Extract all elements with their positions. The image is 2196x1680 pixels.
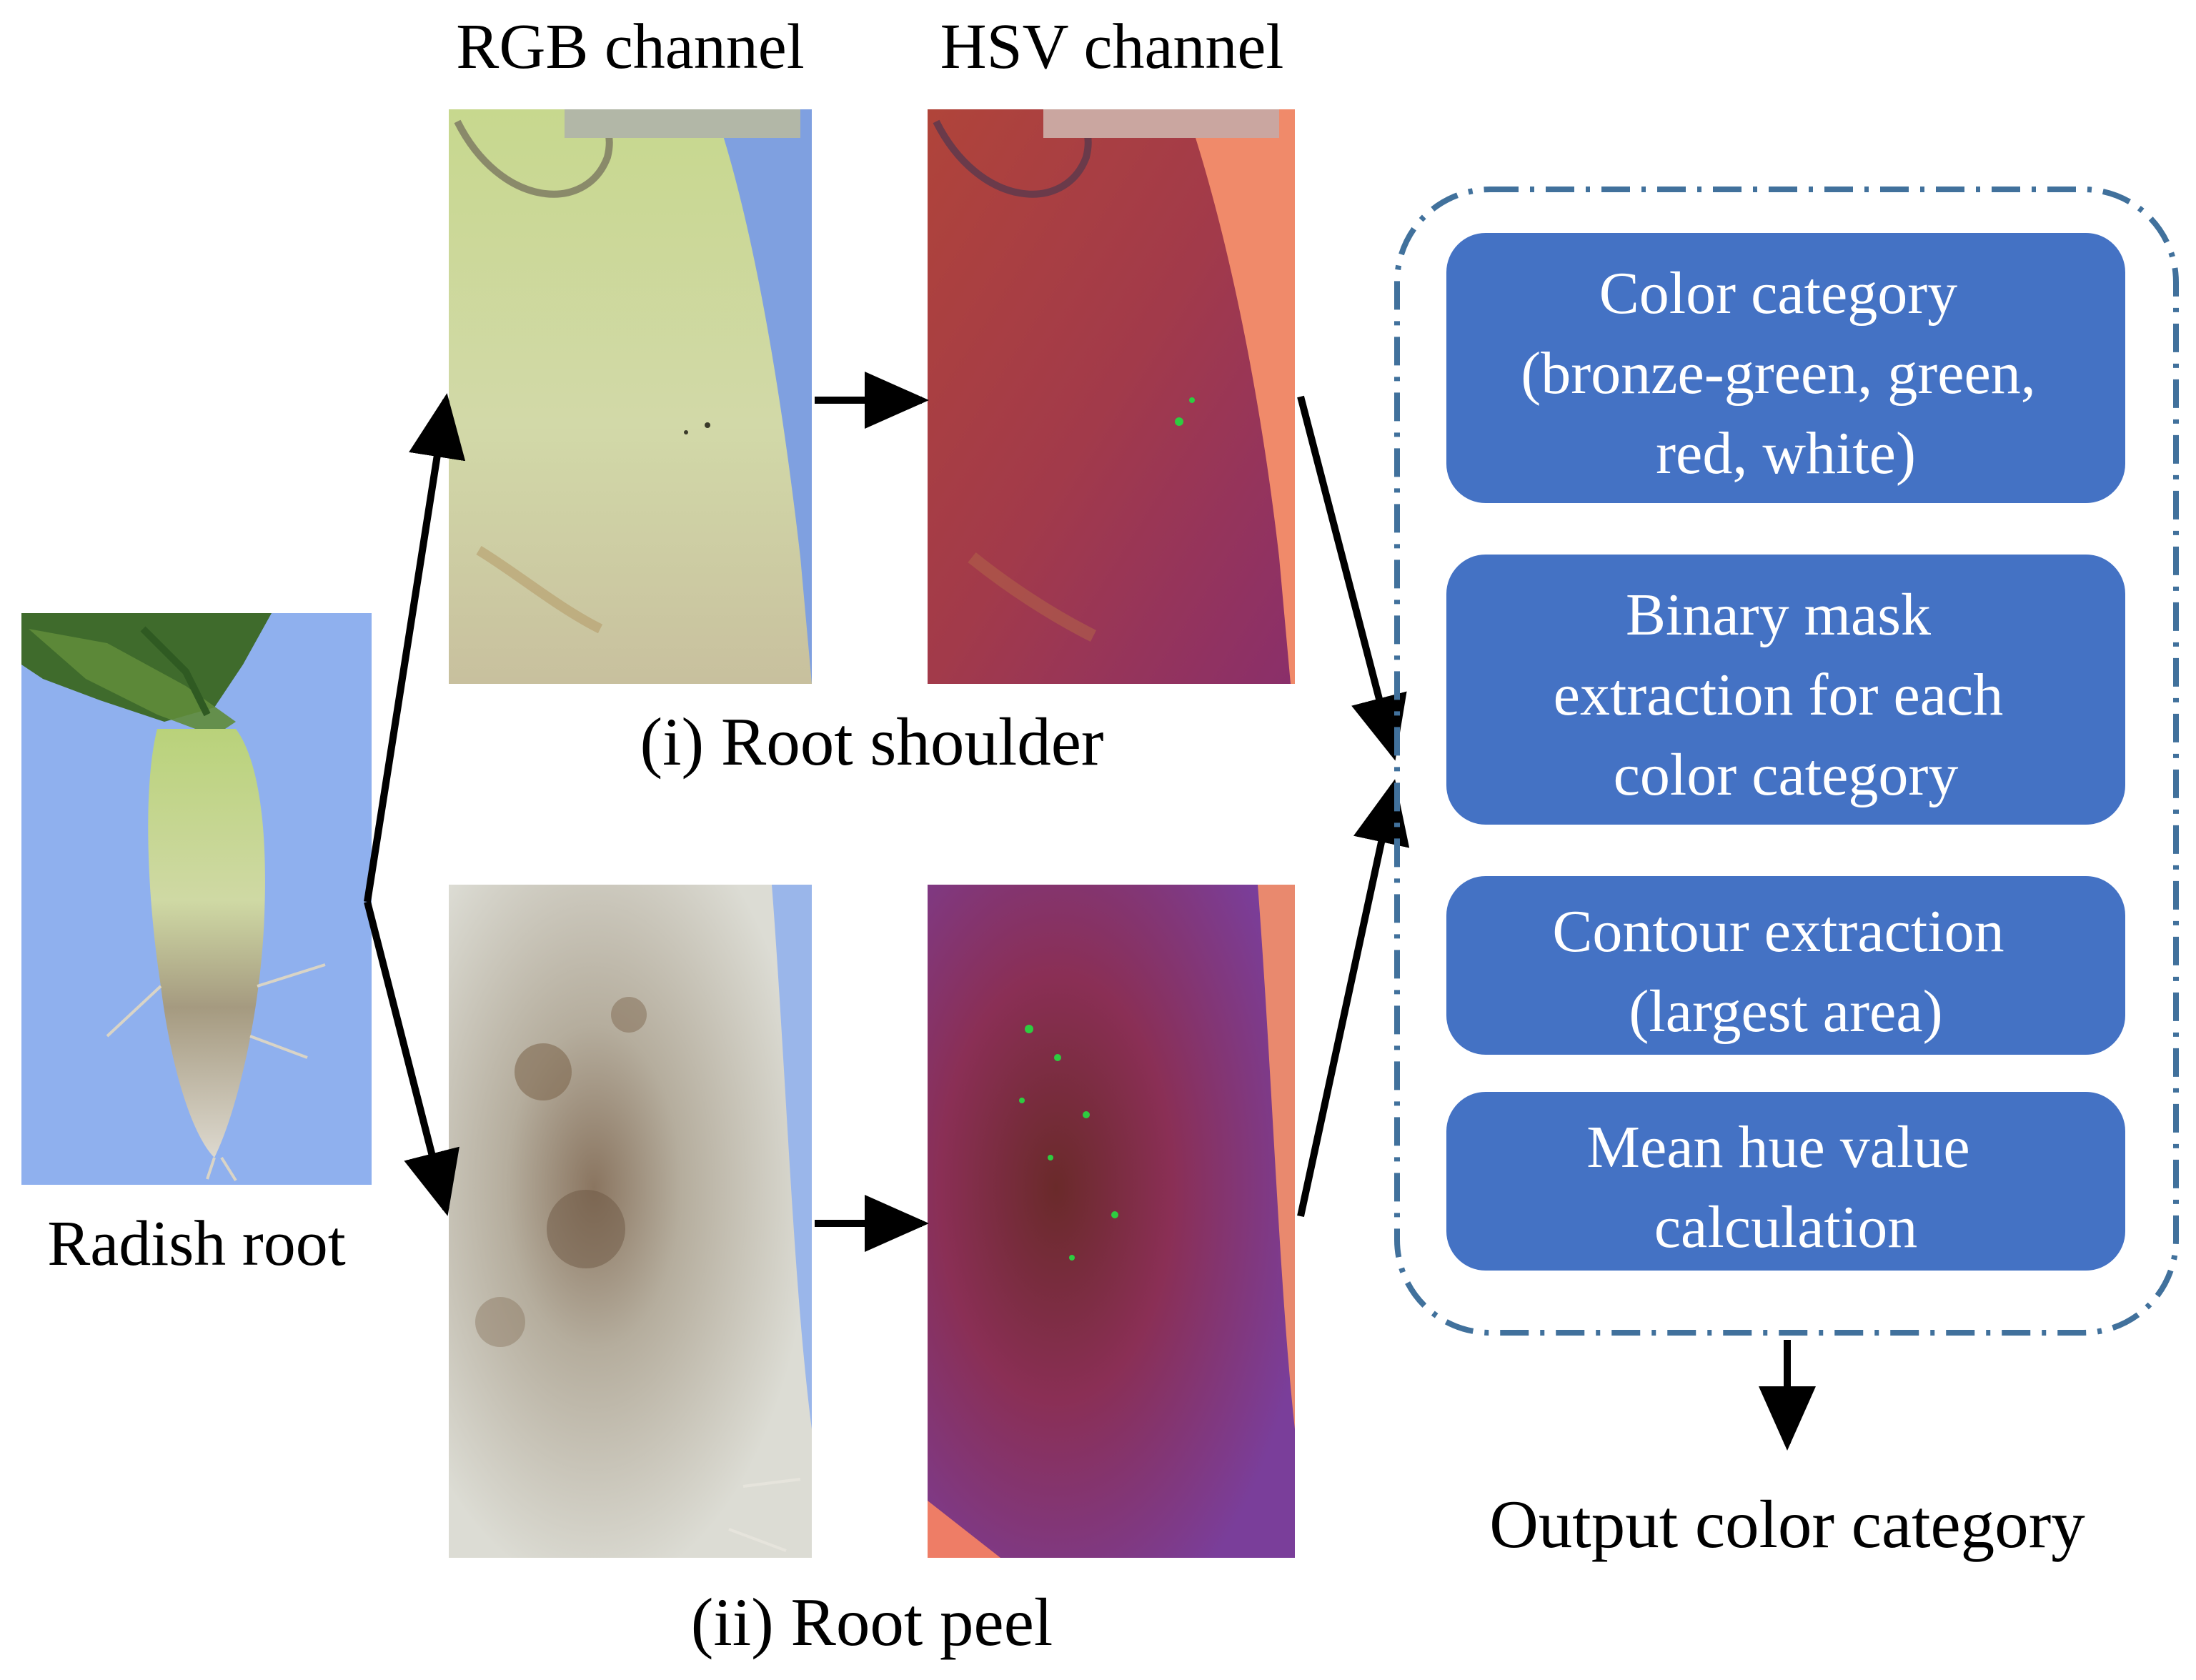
- process-container: [1394, 187, 2179, 1336]
- step-box-color-category: Color category (bronze-green, green, red…: [1446, 233, 2125, 503]
- label-radish-root: Radish root: [47, 1208, 345, 1279]
- hsv-root-shoulder-image: [928, 109, 1295, 684]
- step-line: extraction for each: [1554, 662, 2004, 728]
- arrow-root-to-peel: [364, 900, 459, 1216]
- step-box-contour-extraction: Contour extraction (largest area): [1446, 876, 2125, 1055]
- svg-text:Mean hue value calculati: Mean hue value calculation: [1586, 1114, 1984, 1261]
- svg-text:Binary mask extraction f: Binary mask extraction for each color ca…: [1554, 582, 2019, 808]
- arrow-hsv-peel-to-process: [1297, 779, 1410, 1218]
- arrow-root-to-shoulder: [364, 393, 466, 903]
- step-line: Color category: [1599, 260, 1958, 327]
- step-line: color category: [1614, 742, 1959, 808]
- step-box-binary-mask: Binary mask extraction for each color ca…: [1446, 555, 2125, 825]
- step-line: Mean hue value: [1586, 1114, 1969, 1181]
- svg-text:Color category (bronze-g: Color category (bronze-green, green, red…: [1521, 260, 2051, 487]
- hsv-root-peel-image: [928, 885, 1295, 1558]
- label-root-shoulder: (i) Root shoulder: [640, 704, 1103, 780]
- rgb-root-shoulder-image: [449, 109, 812, 684]
- step-box-mean-hue: Mean hue value calculation: [1446, 1092, 2125, 1271]
- arrow-hsv-shoulder-to-process: [1297, 395, 1407, 761]
- step-line: Binary mask: [1626, 582, 1931, 648]
- label-output-color-category: Output color category: [1489, 1486, 2085, 1562]
- step-line: Contour extraction: [1552, 898, 2004, 965]
- radish-root-photo: [21, 613, 372, 1185]
- step-line: calculation: [1654, 1194, 1917, 1261]
- arrows: [364, 372, 1816, 1451]
- svg-text:Contour extraction (larg: Contour extraction (largest area): [1552, 898, 2019, 1045]
- step-line: (largest area): [1629, 978, 1942, 1045]
- rgb-root-peel-image: [449, 885, 812, 1558]
- step-line: (bronze-green, green,: [1521, 340, 2036, 407]
- label-root-peel: (ii) Root peel: [691, 1584, 1053, 1660]
- label-rgb-channel: RGB channel: [456, 11, 804, 82]
- label-hsv-channel: HSV channel: [940, 11, 1284, 82]
- step-line: red, white): [1656, 420, 1916, 487]
